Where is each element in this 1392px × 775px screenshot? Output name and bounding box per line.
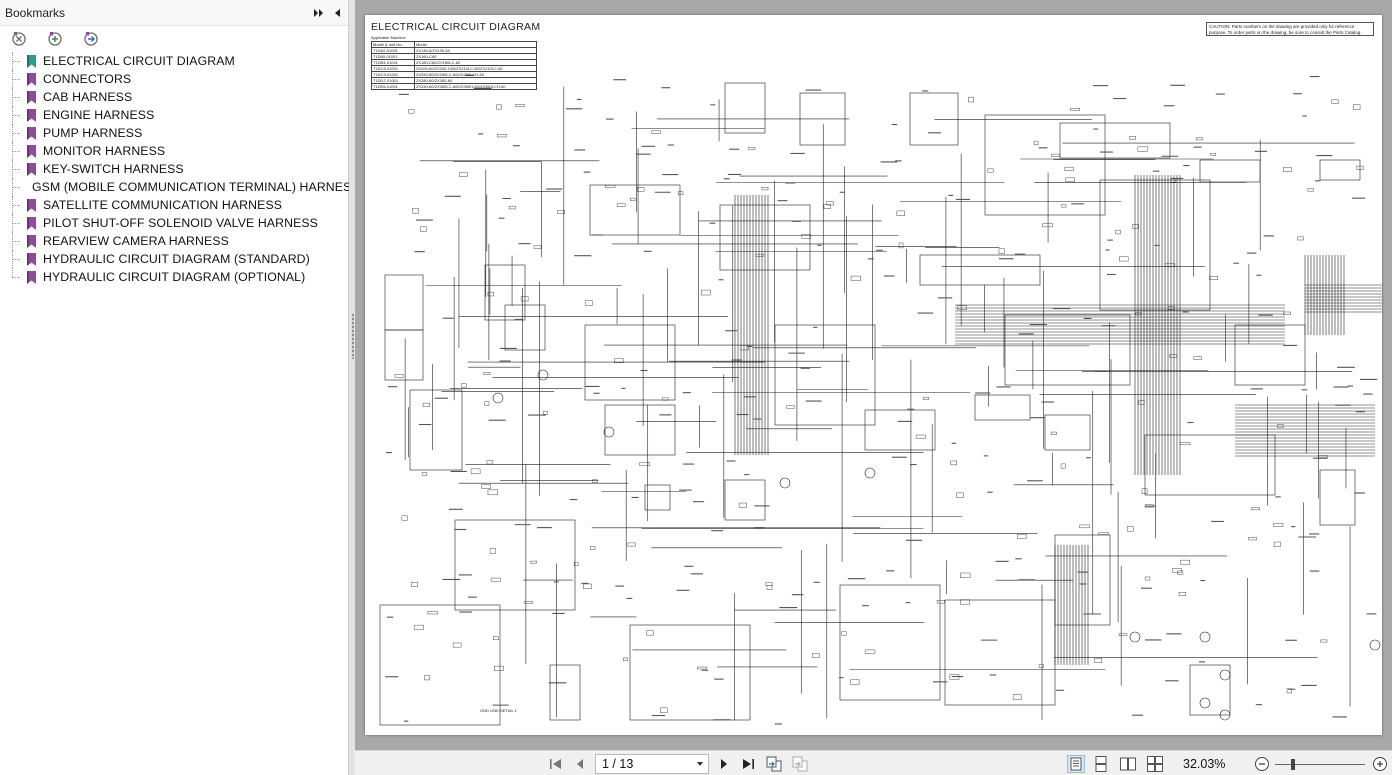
bookmark-item[interactable]: HYDRAULIC CIRCUIT DIAGRAM (OPTIONAL)	[8, 268, 348, 286]
bookmark-label: PILOT SHUT-OFF SOLENOID VALVE HARNESS	[43, 216, 318, 230]
bookmark-label: MONITOR HARNESS	[43, 144, 166, 158]
bookmark-icon	[27, 72, 36, 86]
page-number-input[interactable]: 1 / 13	[595, 754, 709, 774]
next-view-icon[interactable]	[791, 755, 809, 773]
bookmarks-title: Bookmarks	[5, 5, 66, 20]
zoom-slider-track[interactable]	[1275, 764, 1365, 765]
bookmark-label: ELECTRICAL CIRCUIT DIAGRAM	[43, 54, 235, 68]
bookmark-item[interactable]: GSM (MOBILE COMMUNICATION TERMINAL) HARN…	[8, 178, 360, 196]
bookmark-item[interactable]: REARVIEW CAMERA HARNESS	[8, 232, 348, 250]
bookmark-icon	[27, 108, 36, 122]
bookmark-icon	[27, 144, 36, 158]
expand-options-icon[interactable]	[312, 6, 326, 20]
first-page-icon[interactable]	[547, 755, 565, 773]
bookmark-icon	[27, 54, 36, 68]
bookmark-item[interactable]: SATELLITE COMMUNICATION HARNESS	[8, 196, 348, 214]
zoom-in-icon[interactable]	[1371, 755, 1389, 773]
tree-connector	[12, 160, 22, 178]
bookmark-label: ENGINE HARNESS	[43, 108, 155, 122]
last-page-icon[interactable]	[739, 755, 757, 773]
bookmarks-panel: Bookmarks ELECTRICAL CIRCUIT DIAGRAM CONN…	[0, 0, 360, 775]
tree-connector	[12, 268, 22, 286]
collapse-panel-icon[interactable]	[330, 6, 344, 20]
circuit-schematic	[379, 74, 1382, 726]
panel-splitter[interactable]	[349, 0, 355, 775]
bookmark-icon	[27, 162, 36, 176]
continuous-facing-view-icon[interactable]	[1146, 755, 1164, 773]
document-page: ELECTRICAL CIRCUIT DIAGRAM CAUTION: Part…	[365, 15, 1382, 735]
delete-bookmark-icon[interactable]	[10, 30, 28, 48]
expand-bookmark-icon[interactable]	[82, 30, 100, 48]
bookmark-item[interactable]: KEY-SWITCH HARNESS	[8, 160, 348, 178]
bookmarks-header: Bookmarks	[0, 0, 348, 26]
model-cell: ZX330-60/ZX350LC-60/ZX350H-60/ZX350LCH-6…	[413, 83, 538, 90]
bookmark-icon	[27, 90, 36, 104]
tree-connector	[12, 124, 22, 142]
single-page-view-icon[interactable]	[1067, 755, 1085, 773]
unit-number-cell: T1DE8-01001	[371, 83, 415, 90]
tree-connector	[12, 232, 22, 250]
bookmark-label: CONNECTORS	[43, 72, 132, 86]
bookmark-icon	[27, 234, 36, 248]
next-page-icon[interactable]	[715, 755, 733, 773]
bookmark-icon	[27, 252, 36, 266]
bookmark-label: HYDRAULIC CIRCUIT DIAGRAM (OPTIONAL)	[43, 270, 306, 284]
bookmark-item[interactable]: MONITOR HARNESS	[8, 142, 348, 160]
new-bookmark-icon[interactable]	[46, 30, 64, 48]
bookmark-label: HYDRAULIC CIRCUIT DIAGRAM (STANDARD)	[43, 252, 310, 266]
bookmark-item[interactable]: ENGINE HARNESS	[8, 106, 348, 124]
applicable-machine-table: Applicable Machine Model & unit No. Mode…	[371, 35, 538, 90]
tree-connector	[12, 106, 22, 124]
bookmark-item[interactable]: CAB HARNESS	[8, 88, 348, 106]
tree-connector	[12, 88, 22, 106]
splitter-grip[interactable]	[352, 313, 354, 359]
zoom-slider-thumb[interactable]	[1291, 759, 1295, 770]
bookmark-icon	[27, 216, 36, 230]
page-indicator: 1 / 13	[602, 757, 634, 771]
bookmark-label: REARVIEW CAMERA HARNESS	[43, 234, 229, 248]
caution-note: CAUTION: Parts numbers on the drawing ar…	[1206, 22, 1374, 36]
tree-connector	[12, 250, 22, 268]
tree-connector	[12, 52, 22, 70]
bookmark-list: ELECTRICAL CIRCUIT DIAGRAM CONNECTORS CAB …	[0, 52, 360, 286]
bookmark-item[interactable]: CONNECTORS	[8, 70, 348, 88]
facing-view-icon[interactable]	[1119, 755, 1137, 773]
bookmark-label: KEY-SWITCH HARNESS	[43, 162, 184, 176]
ground-detail-label: GND LINE DETAIL 1	[480, 708, 517, 713]
zoom-out-icon[interactable]	[1253, 755, 1271, 773]
bookmark-label: GSM (MOBILE COMMUNICATION TERMINAL) HARN…	[32, 180, 360, 194]
navigation-toolbar: 1 / 13 32.03%	[355, 750, 1392, 775]
bookmark-icon	[27, 126, 36, 140]
previous-view-icon[interactable]	[765, 755, 783, 773]
bookmark-icon	[27, 198, 36, 212]
tree-connector	[12, 214, 22, 232]
bookmark-item[interactable]: PUMP HARNESS	[8, 124, 348, 142]
tree-connector	[12, 196, 22, 214]
page-title: ELECTRICAL CIRCUIT DIAGRAM	[371, 21, 541, 33]
tree-connector	[12, 142, 22, 160]
tree-connector	[12, 178, 22, 196]
page-dropdown-icon[interactable]	[697, 762, 703, 766]
bookmark-label: CAB HARNESS	[43, 90, 133, 104]
bookmark-label: SATELLITE COMMUNICATION HARNESS	[43, 198, 283, 212]
bookmark-icon	[27, 270, 36, 284]
document-view[interactable]: ELECTRICAL CIRCUIT DIAGRAM CAUTION: Part…	[355, 0, 1392, 750]
continuous-view-icon[interactable]	[1092, 755, 1110, 773]
zoom-level[interactable]: 32.03%	[1183, 757, 1226, 771]
previous-page-icon[interactable]	[571, 755, 589, 773]
bookmark-item[interactable]: HYDRAULIC CIRCUIT DIAGRAM (STANDARD)	[8, 250, 348, 268]
bookmarks-toolbar	[0, 26, 348, 52]
tree-connector	[12, 70, 22, 88]
bookmark-item[interactable]: PILOT SHUT-OFF SOLENOID VALVE HARNESS	[8, 214, 348, 232]
applicable-caption: Applicable Machine	[371, 35, 406, 40]
bookmark-label: PUMP HARNESS	[43, 126, 143, 140]
bookmark-item[interactable]: ELECTRICAL CIRCUIT DIAGRAM	[8, 52, 348, 70]
